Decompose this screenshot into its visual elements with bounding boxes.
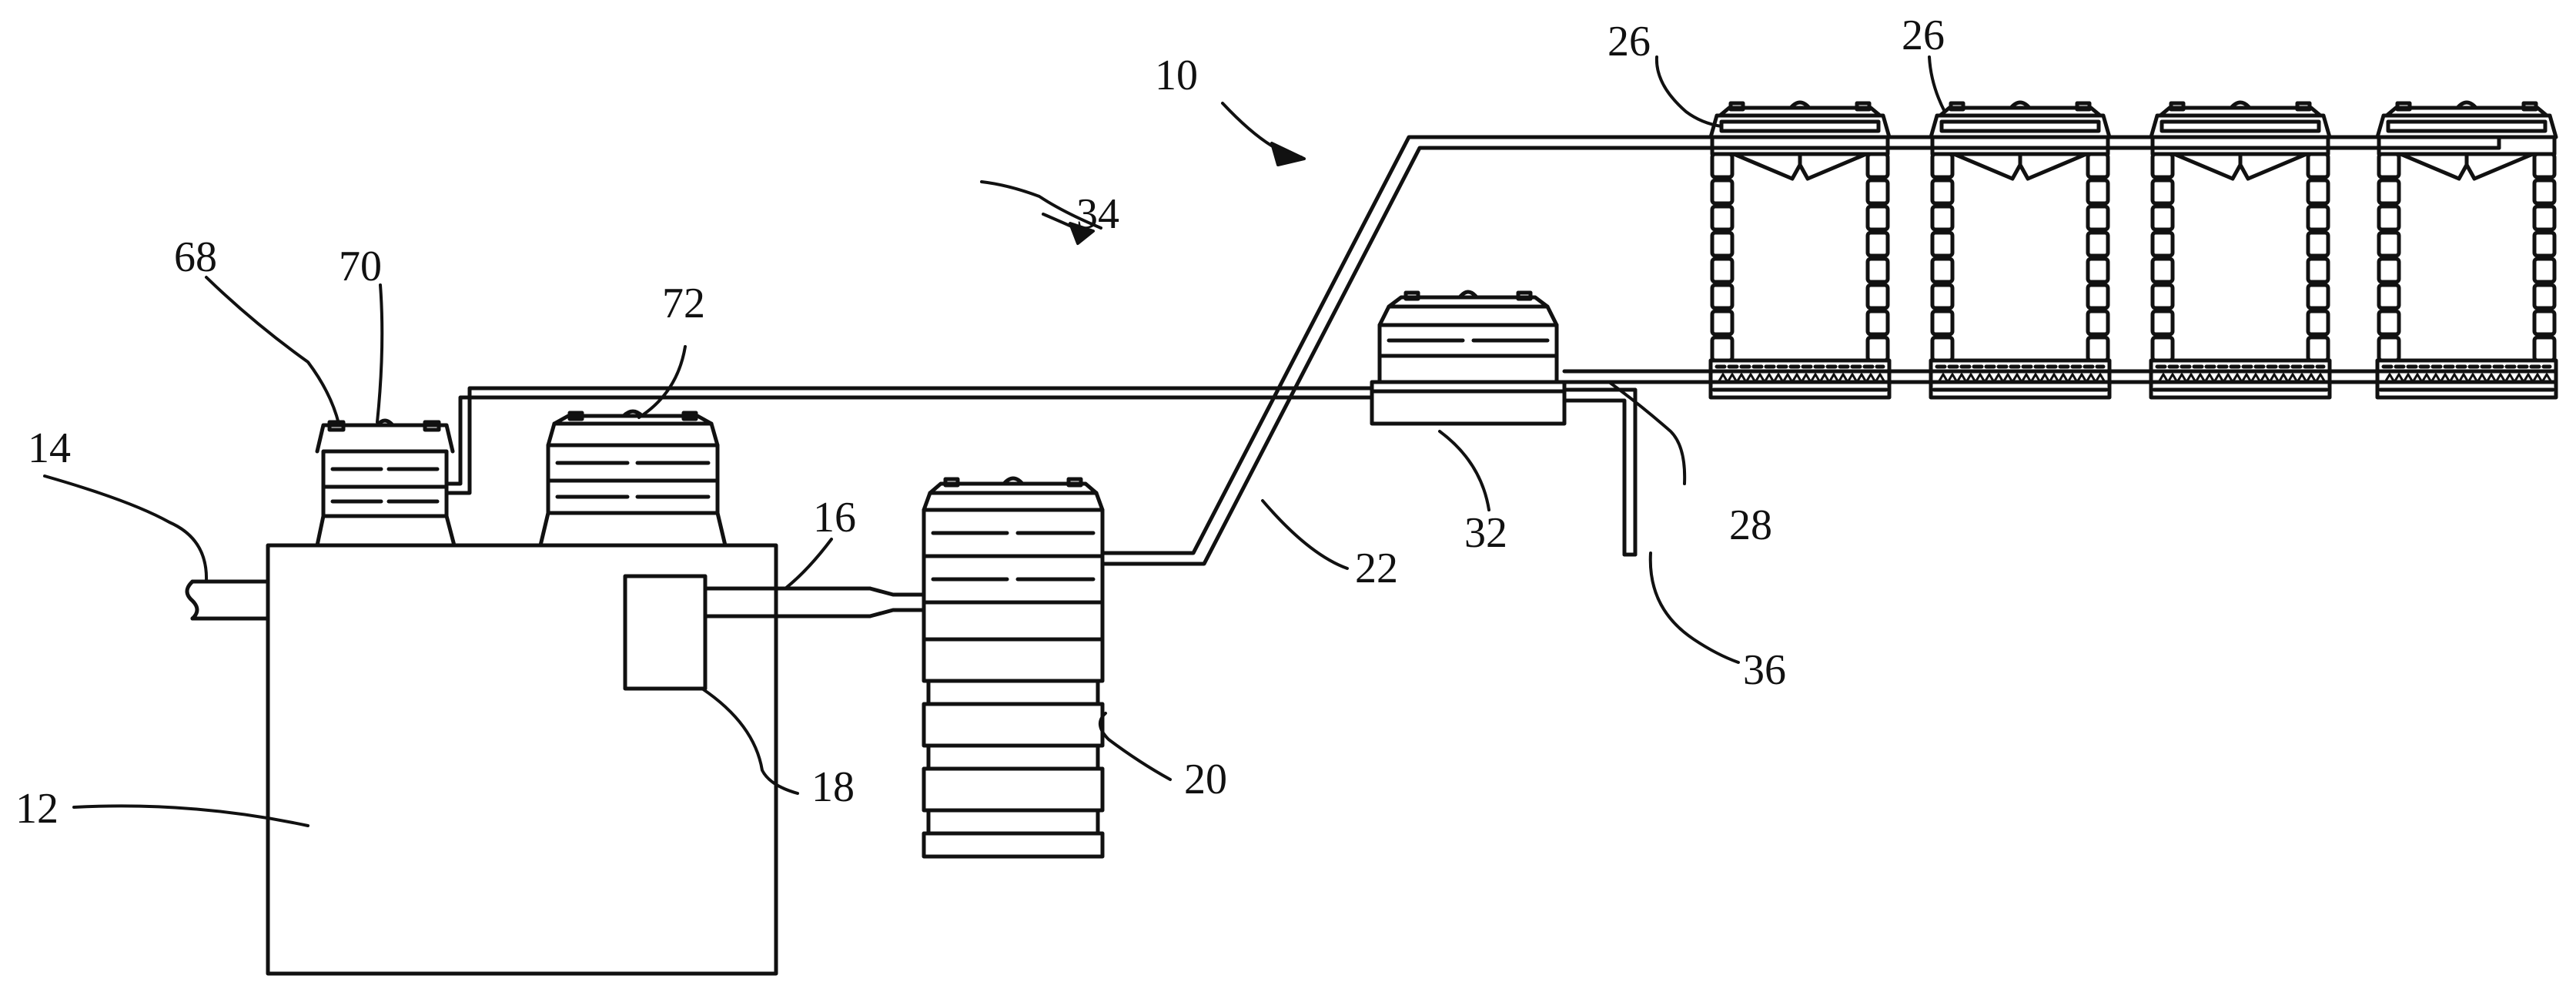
label-26-b: 26: [1902, 12, 1945, 59]
label-68: 68: [174, 233, 217, 281]
riser-left: [315, 418, 457, 548]
label-26-a: 26: [1607, 18, 1651, 65]
effluent-filter: [623, 574, 708, 691]
treatment-unit: [1929, 100, 2112, 400]
label-20: 20: [1184, 756, 1227, 803]
treatment-units: [1708, 100, 2558, 400]
label-12: 12: [15, 785, 59, 833]
label-14: 14: [28, 424, 71, 472]
label-16: 16: [813, 494, 856, 541]
label-10: 10: [1155, 52, 1198, 99]
outlet-pipe: [703, 586, 925, 619]
septic-tank: [266, 543, 778, 976]
inlet-pipe: [185, 579, 270, 621]
riser-right: [538, 409, 728, 548]
treatment-unit: [1708, 100, 1892, 400]
label-18: 18: [811, 763, 855, 811]
discharge-line: [1562, 387, 1638, 557]
leader-lines: [43, 55, 1946, 827]
label-36: 36: [1743, 646, 1786, 694]
label-22: 22: [1355, 545, 1398, 592]
system-arrow: [1221, 102, 1306, 166]
label-28: 28: [1729, 501, 1772, 549]
supply-line: [1100, 135, 1721, 566]
treatment-unit: [2149, 100, 2332, 400]
return-line: [444, 386, 1374, 495]
collection-unit: [1370, 290, 1567, 426]
reference-labels: 10 12 14 16 18 20 22 26 26 28 32 34 36 6…: [15, 12, 1945, 833]
label-34: 34: [1076, 190, 1119, 238]
label-32: 32: [1464, 509, 1507, 557]
label-70: 70: [339, 243, 382, 290]
pump-chamber: [922, 476, 1105, 859]
label-72: 72: [662, 280, 705, 327]
treatment-unit: [2375, 100, 2558, 400]
